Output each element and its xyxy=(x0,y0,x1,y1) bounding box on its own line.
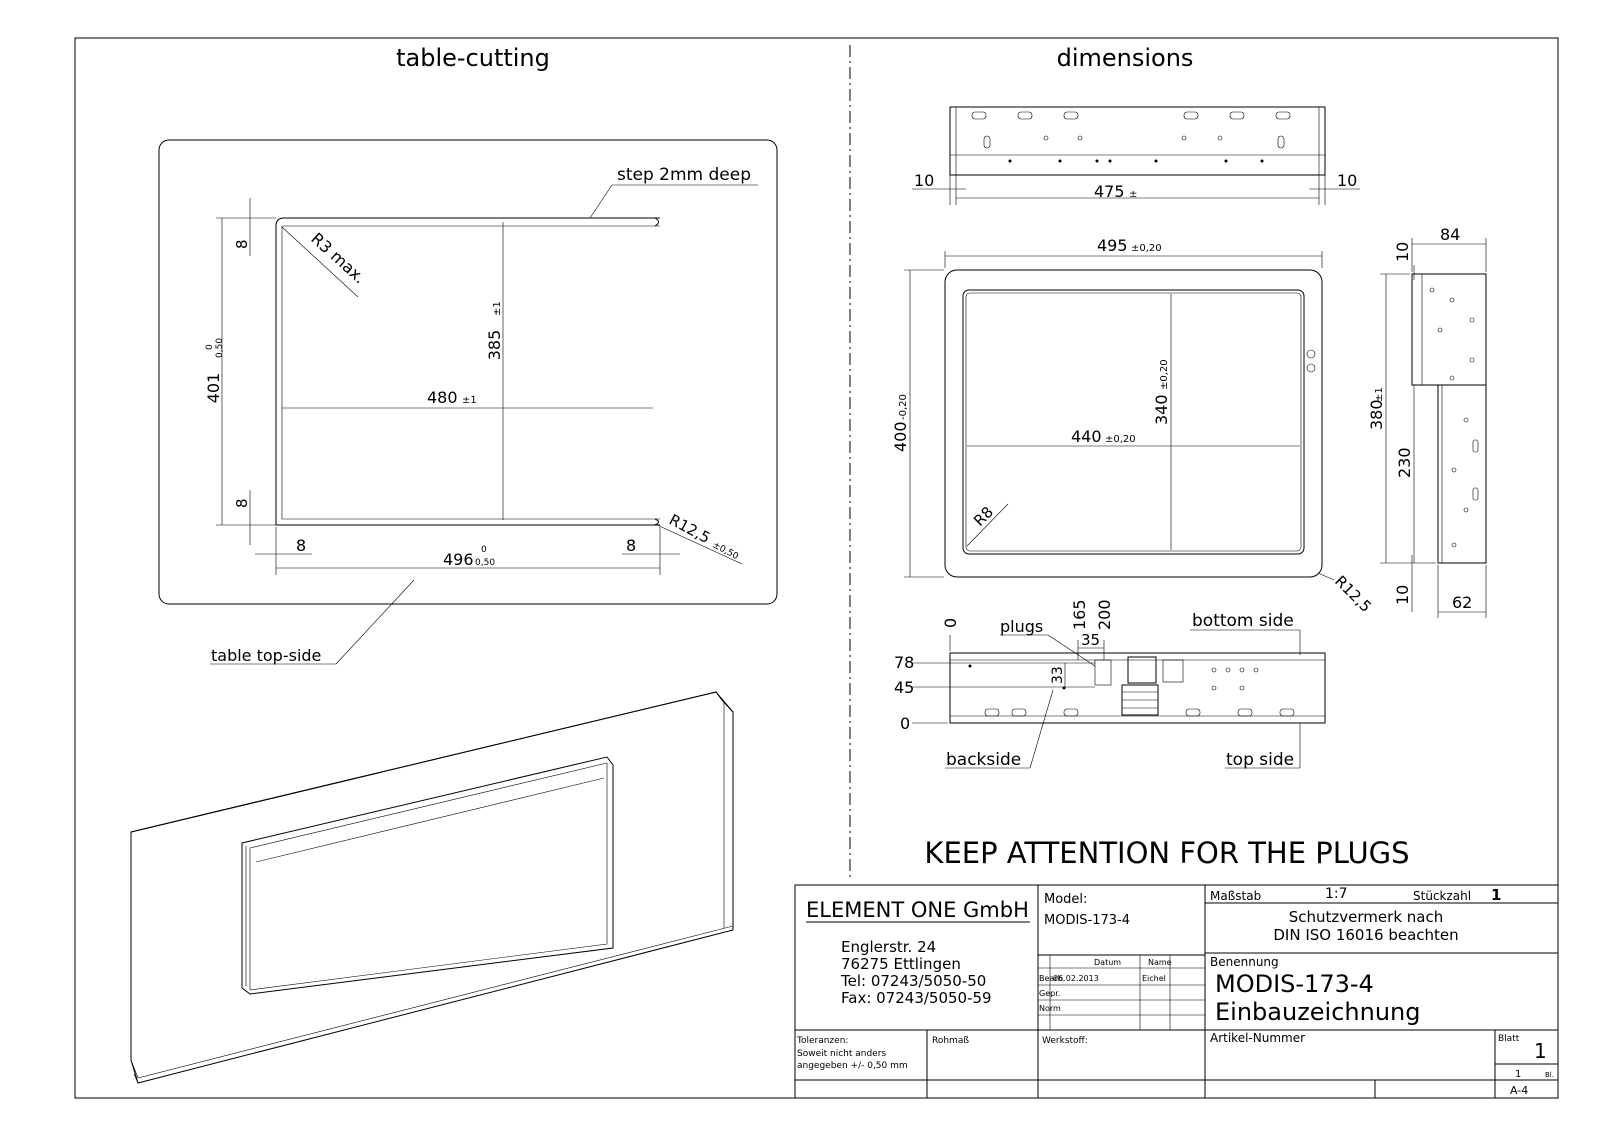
side-height-label: 380 xyxy=(1367,399,1386,430)
front-inner-width-tol: ±0,20 xyxy=(1105,434,1136,445)
bottom-dim-33: 33 xyxy=(1050,666,1066,684)
front-radius-outer: R12,5 xyxy=(1331,572,1375,616)
sheets-suffix: Bl. xyxy=(1545,1071,1554,1079)
sheet-format: A-4 xyxy=(1510,1084,1528,1097)
height-total-tol-lower: 0,50 xyxy=(215,338,225,358)
side-view xyxy=(1380,238,1487,618)
margin-left-label: 8 xyxy=(296,536,306,555)
margin-top-label: 8 xyxy=(233,239,251,249)
designation-label: Benennung xyxy=(1210,955,1279,969)
radius-outer-label: R12,5 xyxy=(666,511,713,547)
werkstoff-label: Werkstoff: xyxy=(1042,1036,1088,1046)
width-total-tol-lower: 0,50 xyxy=(475,558,495,568)
address-city: 76275 Ettlingen xyxy=(841,955,961,973)
side-top-gap: 10 xyxy=(1393,242,1412,262)
table-top-outline xyxy=(158,139,778,605)
margin-bottom-label: 8 xyxy=(233,498,251,508)
margin-right-label: 8 xyxy=(626,536,636,555)
tolerance-line-2: angegeben +/- 0,50 mm xyxy=(797,1061,908,1071)
col-datum: Datum xyxy=(1094,958,1121,967)
front-height-tol: -0,20 xyxy=(898,394,909,420)
height-total-label: 401 xyxy=(204,373,223,404)
row-norm: Norm xyxy=(1039,1004,1061,1013)
bottom-dim-35: 35 xyxy=(1081,631,1100,649)
backside-label: backside xyxy=(946,750,1021,770)
front-width-label: 495 xyxy=(1097,236,1128,255)
top-right-gap: 10 xyxy=(1337,171,1357,190)
isometric-view xyxy=(130,691,734,1084)
rohmass-label: Rohmaß xyxy=(932,1036,969,1046)
front-height-label: 400 xyxy=(891,421,910,452)
article-number-label: Artikel-Nummer xyxy=(1210,1031,1305,1045)
row-gepr: Gepr. xyxy=(1039,989,1060,998)
bottom-dim-165: 165 xyxy=(1070,599,1089,630)
left-panel-title: table-cutting xyxy=(396,44,550,72)
tolerance-line-1: Soweit nicht anders xyxy=(797,1049,886,1059)
fax-number: Fax: 07243/5050-59 xyxy=(841,989,992,1007)
bottom-dim-0: 0 xyxy=(941,618,960,628)
col-name: Name xyxy=(1148,958,1172,967)
top-width-label: 475 xyxy=(1094,182,1125,201)
title-block-frame xyxy=(794,884,1559,1099)
bearb-date: 06.02.2013 xyxy=(1053,974,1099,983)
plugs-label: plugs xyxy=(1000,617,1043,636)
scale-label: Maßstab xyxy=(1210,889,1261,903)
count-label: Stückzahl xyxy=(1413,889,1471,903)
side-depth-bottom: 62 xyxy=(1452,593,1472,612)
scale-value: 1:7 xyxy=(1325,886,1348,902)
top-left-gap: 10 xyxy=(914,171,934,190)
inner-height-tol: ±1 xyxy=(492,301,503,316)
protection-line-2: DIN ISO 16016 beachten xyxy=(1273,926,1458,944)
right-panel-title: dimensions xyxy=(1057,44,1194,72)
bottom-view xyxy=(912,629,1326,769)
bearb-name: Eichel xyxy=(1142,974,1166,983)
designation-line-1: MODIS-173-4 xyxy=(1215,970,1374,998)
step-note: step 2mm deep xyxy=(617,165,751,185)
front-inner-height-label: 340 xyxy=(1152,394,1171,425)
top-side-label: top side xyxy=(1226,750,1294,770)
level-45: 45 xyxy=(894,678,914,697)
tolerance-label: Toleranzen: xyxy=(796,1036,848,1046)
top-width-tol: ± xyxy=(1129,189,1137,200)
inner-width-label: 480 xyxy=(427,388,458,407)
width-total-label: 496 xyxy=(443,550,474,569)
height-total-tol-upper: 0 xyxy=(205,344,215,350)
radius-outer-tol: ±0,50 xyxy=(711,540,740,562)
front-radius-inner: R8 xyxy=(970,503,997,530)
bottom-dim-200: 200 xyxy=(1095,599,1114,630)
level-78: 78 xyxy=(894,653,914,672)
phone-number: Tel: 07243/5050-50 xyxy=(840,972,986,990)
protection-line-1: Schutzvermerk nach xyxy=(1289,908,1443,926)
address-street: Englerstr. 24 xyxy=(841,938,936,956)
level-0: 0 xyxy=(900,714,910,733)
side-lower-height: 230 xyxy=(1395,447,1414,478)
bottom-side-label: bottom side xyxy=(1192,611,1294,631)
table-cutting-view xyxy=(158,139,778,665)
model-label: Model: xyxy=(1044,892,1087,907)
front-view xyxy=(904,251,1335,581)
front-width-tol: ±0,20 xyxy=(1131,243,1162,254)
designation-line-2: Einbauzeichnung xyxy=(1215,998,1421,1026)
side-bottom-gap: 10 xyxy=(1393,585,1412,605)
plugs-warning: KEEP ATTENTION FOR THE PLUGS xyxy=(924,836,1409,870)
count-value: 1 xyxy=(1491,886,1501,904)
inner-width-tol: ±1 xyxy=(462,395,477,406)
row-bearb: Bearb. xyxy=(1039,974,1065,983)
inner-height-label: 385 xyxy=(485,330,504,361)
table-top-side-label: table top-side xyxy=(211,646,321,665)
top-view xyxy=(912,106,1360,205)
model-value: MODIS-173-4 xyxy=(1044,913,1130,928)
side-height-tol: ±1 xyxy=(1374,387,1385,402)
width-total-tol-upper: 0 xyxy=(481,545,487,555)
front-inner-width-label: 440 xyxy=(1071,427,1102,446)
company-name: ELEMENT ONE GmbH xyxy=(806,898,1029,922)
sheet-label: Blatt xyxy=(1498,1034,1520,1044)
sheets-total: 1 xyxy=(1515,1069,1521,1080)
side-depth-top: 84 xyxy=(1440,225,1460,244)
sheet-value: 1 xyxy=(1534,1039,1547,1063)
front-inner-height-tol: ±0,20 xyxy=(1159,359,1170,390)
